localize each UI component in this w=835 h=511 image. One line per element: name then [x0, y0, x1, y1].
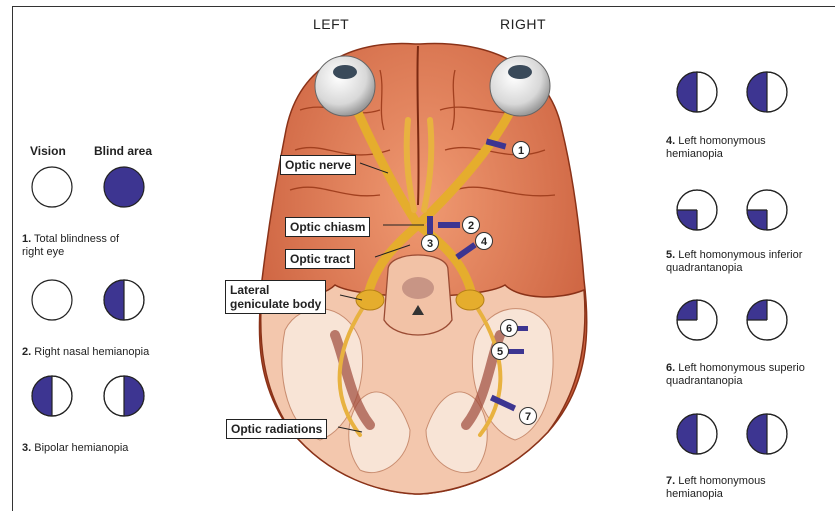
item-1-text: Total blindness of: [34, 233, 119, 245]
item-5-description: 5. Left homonymous inferior quadrantanop…: [666, 249, 834, 275]
item-2-number: 2.: [22, 346, 31, 358]
marker-4-label: 4: [481, 236, 488, 248]
marker-5-label: 5: [497, 346, 503, 358]
optic-chiasm-callout: Optic chiasm: [285, 217, 370, 237]
lesion-bar-2a: [427, 216, 433, 234]
item-4-number: 4.: [666, 135, 675, 147]
optic-radiations-callout: Optic radiations: [226, 419, 327, 439]
item-6-number: 6.: [666, 362, 675, 374]
item-1-description: 1. Total blindness of right eye: [22, 233, 182, 259]
marker-2-label: 2: [468, 220, 474, 232]
item-7-text: Left homonymous: [678, 475, 765, 487]
item-1-text2: right eye: [22, 246, 64, 258]
lateral-geniculate-body-callout: Lateral geniculate body: [225, 280, 326, 314]
legend-blind-circle: [104, 167, 144, 207]
vision-header: Vision: [30, 144, 66, 158]
item-7-text2: hemianopia: [666, 488, 723, 500]
item-5-number: 5.: [666, 249, 675, 261]
item-4-description: 4. Left homonymous hemianopia: [666, 135, 834, 161]
item-5-text2: quadrantanopia: [666, 262, 742, 274]
item-3-text: Bipolar hemianopia: [34, 442, 128, 454]
lesion-bar-5: [508, 349, 524, 354]
item-6-text2: quadrantanopia: [666, 375, 742, 387]
lgb-line-2: geniculate body: [230, 297, 321, 311]
item-3-description: 3. Bipolar hemianopia: [22, 442, 192, 455]
left-pupil: [333, 65, 357, 79]
item-6-text: Left homonymous superio: [678, 362, 805, 374]
optic-nerve-callout: Optic nerve: [280, 155, 356, 175]
item-4-text2: hemianopia: [666, 148, 723, 160]
cerebral-peduncle: [402, 277, 434, 299]
legend-vision-circle: [32, 167, 72, 207]
blind-area-header: Blind area: [94, 144, 152, 158]
lesion-bar-2b: [438, 222, 460, 228]
lgb-line-1: Lateral: [230, 283, 269, 297]
right-side-label: RIGHT: [500, 16, 546, 32]
item-2-text: Right nasal hemianopia: [34, 346, 149, 358]
item-3-number: 3.: [22, 442, 31, 454]
marker-6-label: 6: [506, 323, 512, 335]
marker-1-label: 1: [518, 145, 524, 157]
longitudinal-fissure: [417, 46, 418, 205]
item-7-description: 7. Left homonymous hemianopia: [666, 475, 834, 501]
field-2-left-eye: [32, 280, 72, 320]
marker-7-label: 7: [525, 411, 531, 423]
optic-tract-callout: Optic tract: [285, 249, 355, 269]
left-field-circles: [32, 167, 144, 416]
item-4-text: Left homonymous: [678, 135, 765, 147]
right-lgb: [456, 290, 484, 310]
item-1-number: 1.: [22, 233, 31, 245]
item-6-description: 6. Left homonymous superio quadrantanopi…: [666, 362, 834, 388]
left-side-label: LEFT: [313, 16, 349, 32]
item-7-number: 7.: [666, 475, 675, 487]
item-2-description: 2. Right nasal hemianopia: [22, 346, 197, 359]
marker-3-label: 3: [427, 238, 433, 250]
right-pupil: [508, 65, 532, 79]
item-5-text: Left homonymous inferior: [678, 249, 802, 261]
